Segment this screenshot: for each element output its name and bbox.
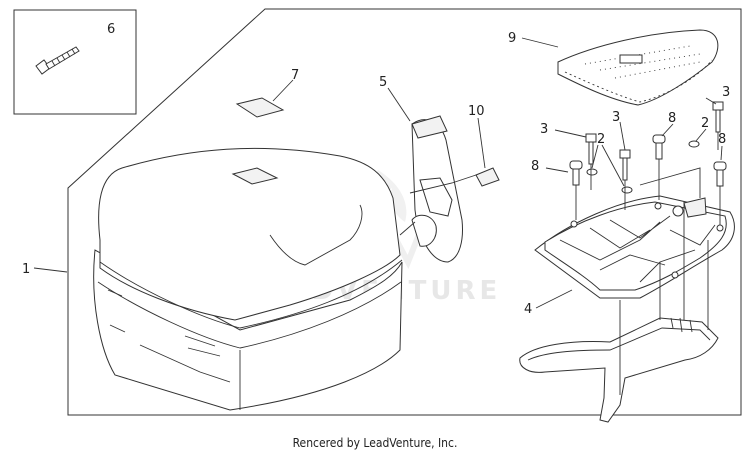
stud-part: [569, 160, 583, 186]
leader-line-3: [554, 129, 587, 138]
bolt-part: [712, 101, 724, 133]
small-pad-part: [475, 167, 500, 187]
callout-3: 3: [540, 122, 548, 137]
credit-text: Rencered by LeadVenture, Inc.: [292, 436, 458, 450]
hinge-plate-part: [411, 115, 463, 263]
callout-1: 1: [22, 262, 30, 277]
callout-9: 9: [508, 31, 516, 46]
callout-3: 3: [612, 110, 620, 125]
washer-part: [688, 140, 700, 148]
leader-line-8: [720, 145, 723, 161]
stud-part: [652, 134, 666, 160]
screw-part: [35, 46, 80, 75]
backrest-pad-part: [557, 29, 719, 106]
leader-line-8: [545, 167, 569, 173]
label-pad-part: [235, 97, 285, 118]
callout-2: 2: [701, 116, 709, 131]
support-bracket-part: [519, 317, 719, 423]
leader-line-2: [601, 144, 625, 187]
callout-10: 10: [468, 104, 485, 119]
leader-line-5: [387, 87, 411, 122]
leader-line-2: [591, 144, 599, 169]
bolt-part: [619, 149, 631, 181]
callout-5: 5: [379, 75, 387, 90]
screw-inset-frame: [13, 9, 137, 115]
callout-8: 8: [531, 159, 539, 174]
washer-part: [586, 168, 598, 176]
callout-6: 6: [107, 22, 115, 37]
leader-line-9: [521, 37, 559, 48]
leader-line-3: [705, 97, 717, 105]
leader-line-10: [477, 117, 486, 169]
leader-line-8: [661, 123, 674, 137]
callout-8: 8: [668, 111, 676, 126]
callout-2: 2: [597, 132, 605, 147]
leader-line-1: [33, 267, 68, 273]
callout-3: 3: [722, 85, 730, 100]
top-case-part: [93, 147, 403, 411]
leader-line-7: [272, 79, 294, 102]
callout-8: 8: [718, 132, 726, 147]
stud-part: [713, 161, 727, 187]
washer-part: [621, 186, 633, 194]
leader-line-2: [695, 128, 707, 142]
base-plate-part: [534, 195, 735, 299]
assembly-guide-lines: [399, 132, 721, 395]
leader-line-4: [535, 289, 573, 309]
leader-line-3: [619, 121, 626, 151]
main-frame: [67, 8, 742, 416]
callout-4: 4: [524, 302, 532, 317]
callout-7: 7: [291, 68, 299, 83]
